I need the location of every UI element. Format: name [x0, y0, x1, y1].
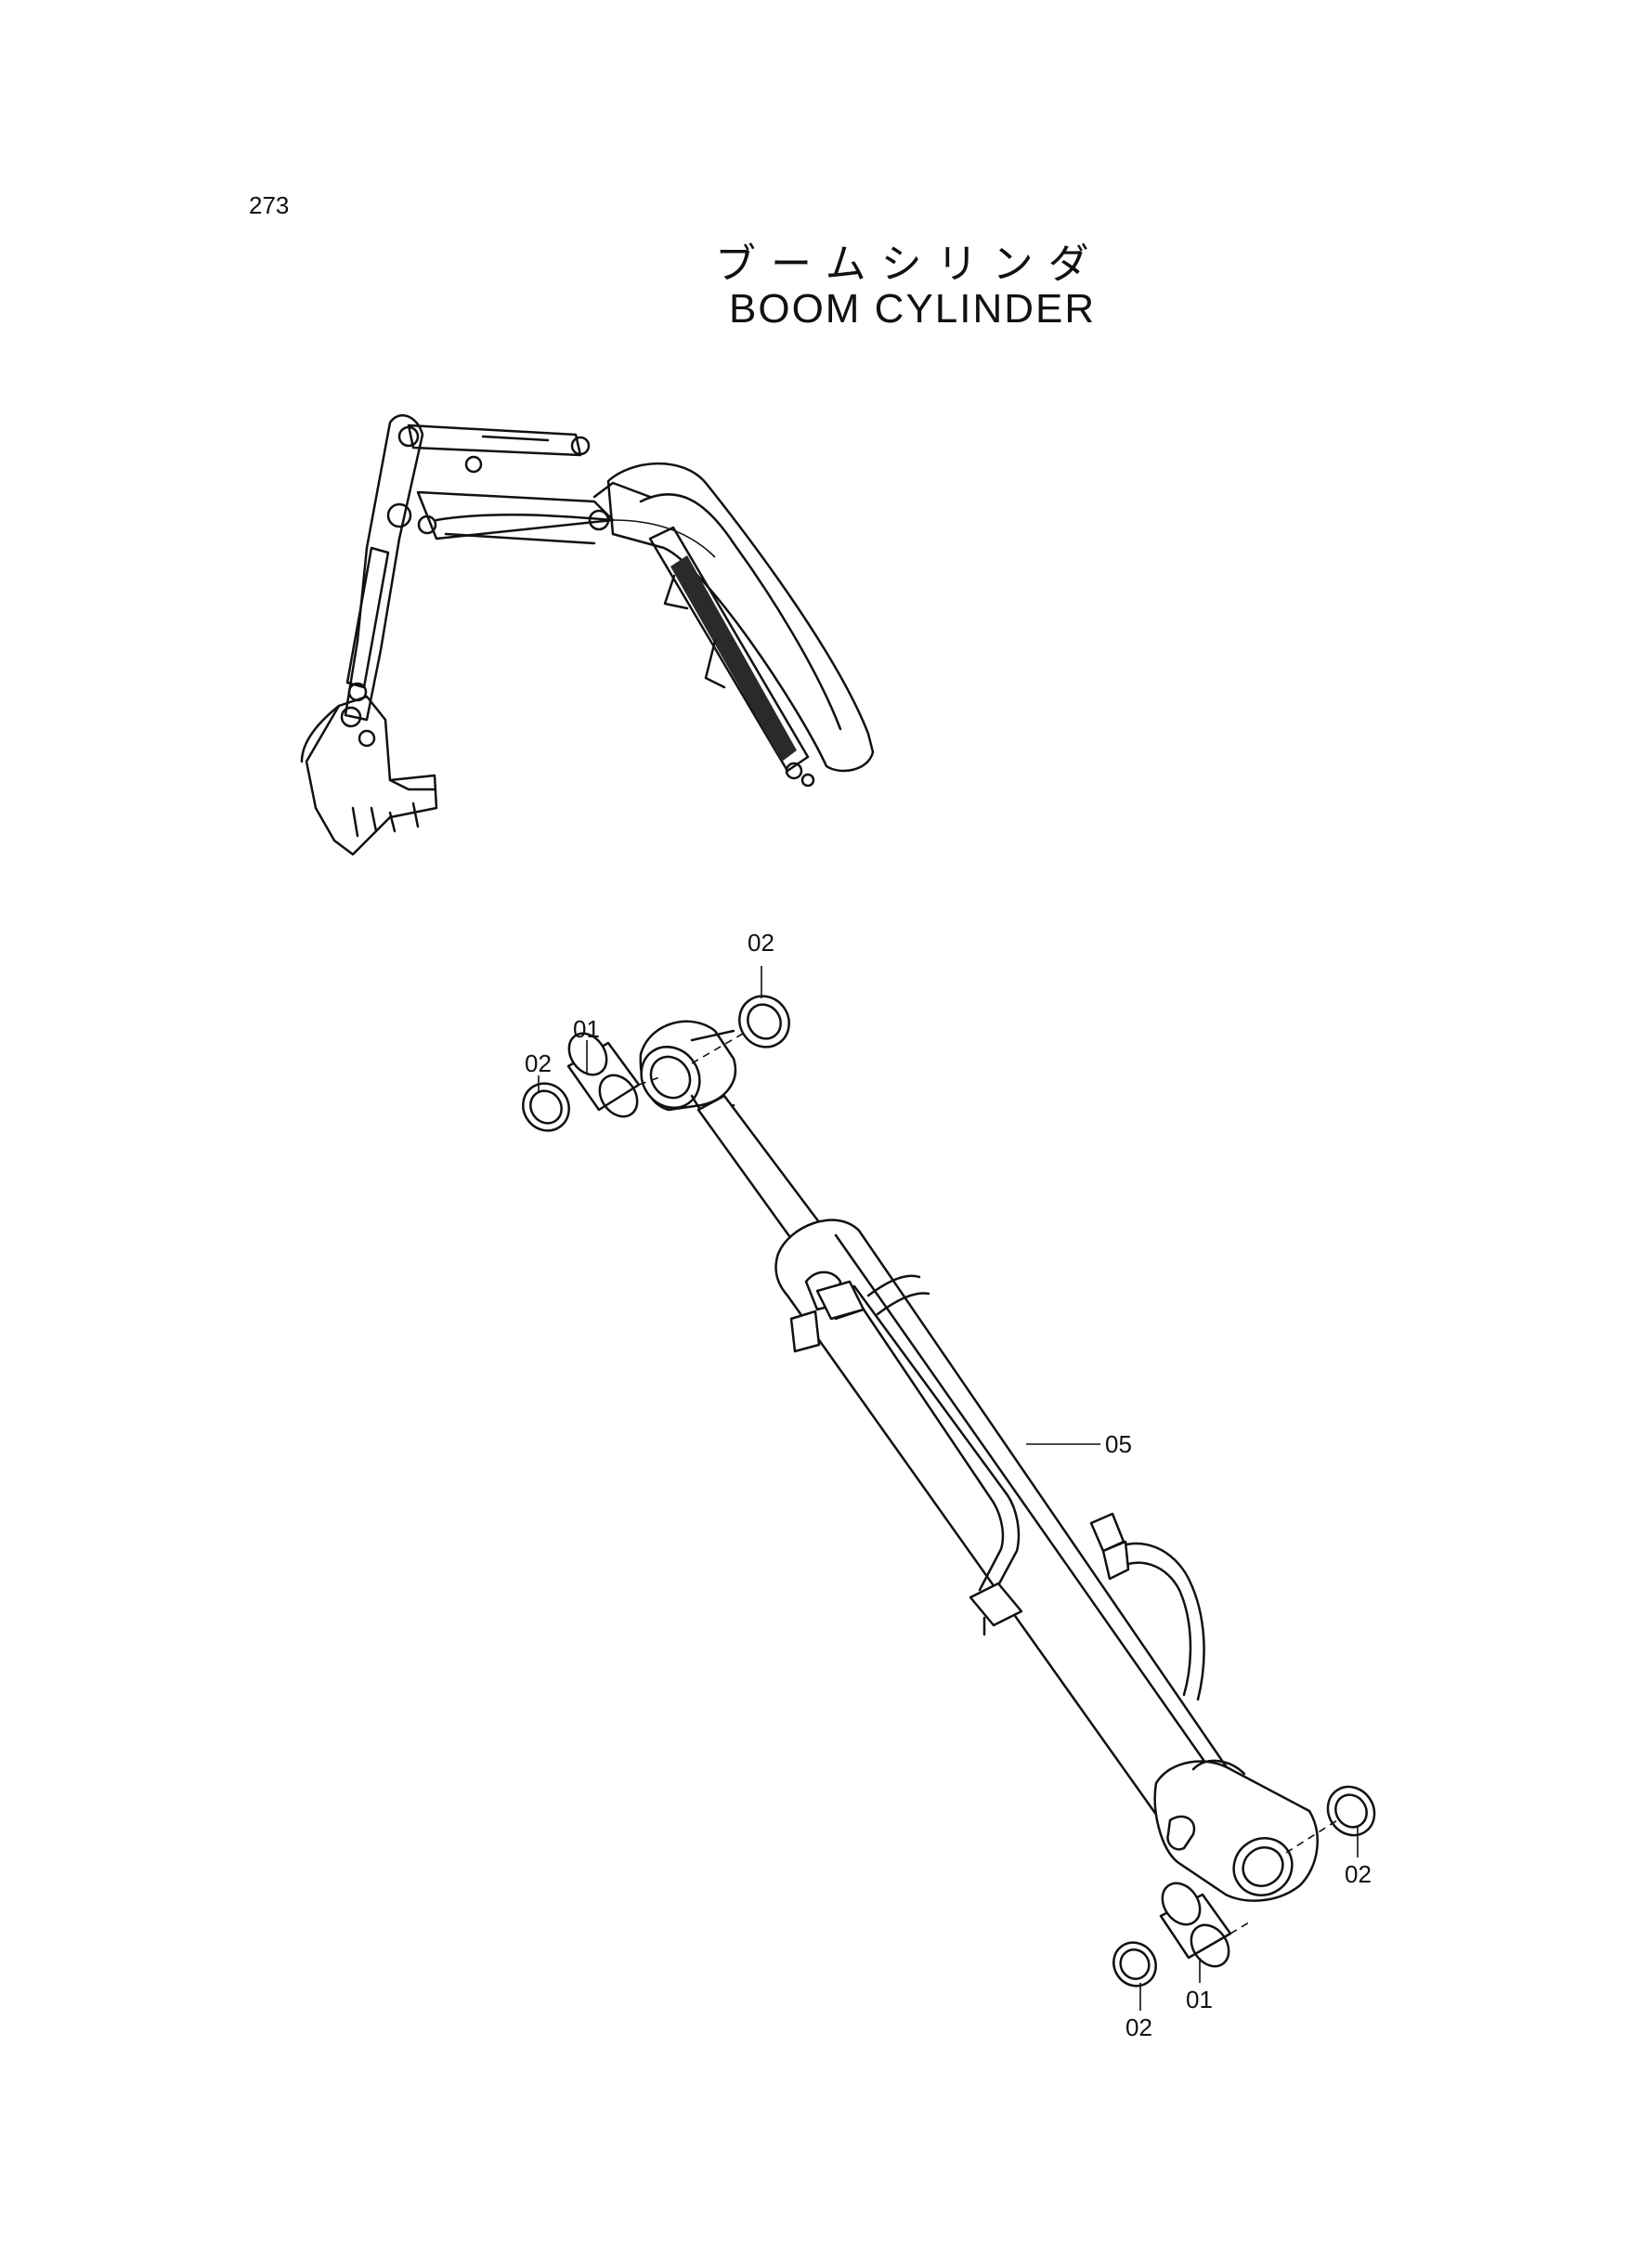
callout-01-bottom: 01 [1186, 1986, 1213, 2013]
top-seal-right [738, 995, 790, 1049]
bucket [300, 695, 438, 856]
leader-lines [538, 966, 1359, 2011]
piston-rod [696, 1094, 824, 1244]
bottom-seal-right [1326, 1785, 1376, 1837]
title-japanese: ブームシリンダ [715, 241, 1104, 288]
callout-02-bottom: 02 [1125, 2013, 1152, 2041]
callout-02-top: 02 [748, 929, 774, 957]
hydraulic-pipe-left [815, 1280, 1023, 1636]
assembly-axis-lines [638, 1030, 1338, 1935]
excavator-boom [592, 462, 875, 773]
callout-02-right: 02 [1345, 1860, 1372, 1888]
top-seal-left [522, 1082, 570, 1132]
cylinder-head-bottom [1153, 1759, 1319, 1902]
title-english: BOOM CYLINDER [729, 286, 1097, 332]
callout-01-top: 01 [573, 1015, 600, 1043]
boom-cylinder-highlight [648, 526, 815, 788]
bottom-seal-left [1112, 1941, 1157, 1987]
callout-02-left: 02 [525, 1049, 552, 1077]
page-number: 273 [249, 191, 290, 219]
callout-05: 05 [1105, 1430, 1132, 1458]
bottom-bushing [1159, 1882, 1232, 1968]
hydraulic-pipe-loop [1089, 1512, 1205, 1701]
arm-cylinder [397, 423, 591, 457]
